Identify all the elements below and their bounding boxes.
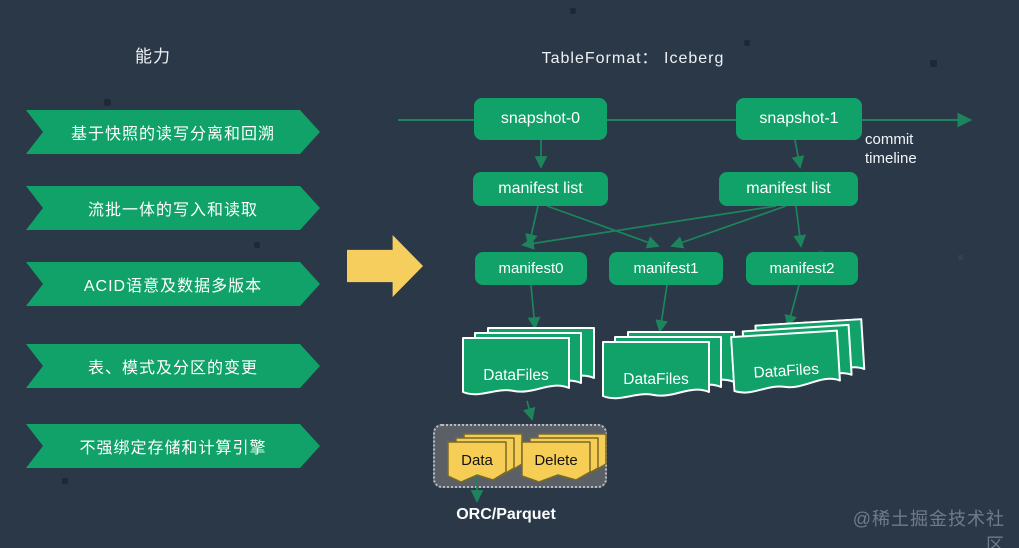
background-speckle [570,8,576,14]
document-stack-icon [462,327,595,396]
background-speckle [62,478,68,484]
datafiles-label: DataFiles [623,371,689,388]
node-label: manifest1 [633,260,699,277]
data-label: Data [461,452,493,469]
delete-label: Delete [534,452,578,469]
background-speckle [254,242,260,248]
document-stack-icon [730,318,866,394]
arrow-snapshot1-manifestlist [791,139,805,169]
capability-label: 流批一体的写入和读取 [87,202,258,219]
yellow-document-stack-icon [447,433,523,483]
capability-banner-engine-agnostic: 不强绑定存储和计算引擎 [26,424,320,468]
capabilities-title: 能力 [135,47,171,66]
arrow-manifestlist0-manifest0 [525,205,539,247]
node-manifest-list-1: manifest list [719,172,858,206]
capability-banner-schema-evolution: 表、模式及分区的变更 [26,344,320,388]
arrow-manifestlist1-manifest1 [670,205,787,249]
capability-label: 基于快照的读写分离和回溯 [70,126,275,143]
arrow-manifestlist1-manifest0 [521,205,777,250]
background-speckle [958,255,963,260]
storage-format-label: ORC/Parquet [456,506,556,523]
node-manifest2: manifest2 [746,252,858,285]
node-label: snapshot-1 [759,110,839,127]
capability-banner-snapshot-read-write: 基于快照的读写分离和回溯 [26,110,320,154]
node-manifest1: manifest1 [609,252,723,285]
arrow-manifest1-datafiles [655,284,668,333]
datafiles-stack-2: DataFiles [729,318,868,415]
datafiles-label: DataFiles [483,367,549,384]
node-label: manifest2 [769,260,835,277]
node-label: manifest list [498,180,583,197]
background-speckle [104,99,111,106]
node-snapshot-0: snapshot-0 [474,98,607,140]
document-stack-icon [602,331,735,400]
node-snapshot-1: snapshot-1 [736,98,862,140]
datafiles-stack-1: DataFiles [602,331,736,420]
delete-files-stack: Delete [521,433,613,494]
capability-label: ACID语意及数据多版本 [83,278,263,295]
capability-banner-stream-batch: 流批一体的写入和读取 [26,186,320,230]
diagram-title: TableFormat： Iceberg [541,50,725,67]
capability-label: 不强绑定存储和计算引擎 [79,440,267,457]
arrow-manifest0-datafiles [527,284,541,330]
background-speckle [744,40,750,46]
capability-banner-acid: ACID语意及数据多版本 [26,262,320,306]
data-files-stack: Data [447,433,529,494]
arrow-manifestlist0-manifest1 [546,205,660,249]
capability-label: 表、模式及分区的变更 [87,360,258,377]
node-label: snapshot-0 [500,110,581,127]
node-manifest-list-0: manifest list [473,172,608,206]
node-manifest0: manifest0 [475,252,587,285]
datafiles-stack-0: DataFiles [462,327,596,416]
commit-timeline-label: commit timeline [865,131,917,167]
node-label: manifest0 [498,260,564,277]
background-speckle [930,60,937,67]
watermark: @稀土掘金技术社区 [852,509,1005,548]
arrow-manifestlist1-manifest2 [793,205,806,248]
block-arrow-right-icon [347,235,423,297]
yellow-document-stack-icon [521,433,607,483]
arrow-manifest2-datafiles [784,284,800,328]
node-label: manifest list [746,180,831,197]
